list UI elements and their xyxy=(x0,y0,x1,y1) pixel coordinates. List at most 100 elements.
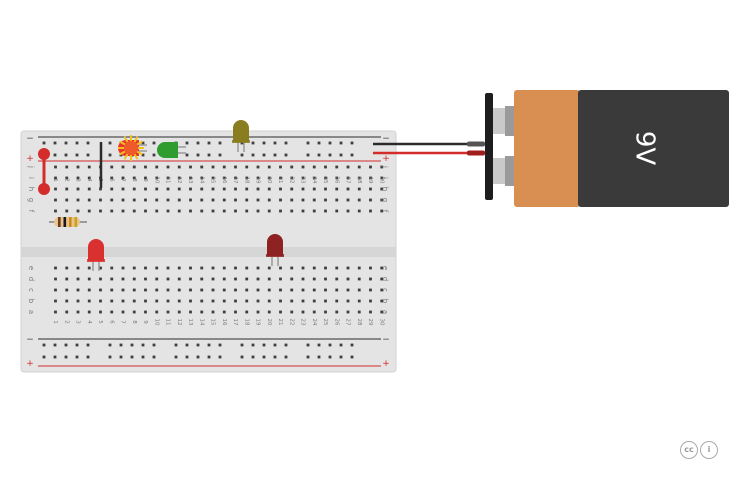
hole xyxy=(380,266,384,270)
hole xyxy=(211,209,215,213)
hole xyxy=(166,277,170,281)
rail-hole xyxy=(152,343,156,347)
column-label: 19 xyxy=(255,319,261,326)
hole xyxy=(245,266,249,270)
column-label: 19 xyxy=(255,177,261,184)
rail-hole xyxy=(64,153,68,157)
hole xyxy=(245,310,249,314)
rail-sign: − xyxy=(382,335,390,345)
hole xyxy=(76,165,80,169)
hole xyxy=(234,310,237,314)
jumper-end-bottom[interactable] xyxy=(38,183,50,195)
column-label: 2 xyxy=(63,320,69,324)
hole xyxy=(267,209,271,213)
hole xyxy=(256,266,260,270)
hole xyxy=(290,209,294,213)
hole xyxy=(177,165,181,169)
row-label: a xyxy=(27,310,35,314)
hole xyxy=(155,176,159,180)
led-glow-ray xyxy=(136,140,143,146)
hole xyxy=(256,299,260,303)
column-label: 3 xyxy=(75,178,81,182)
hole xyxy=(110,165,114,169)
hole xyxy=(54,288,57,292)
jumper-end-top[interactable] xyxy=(38,148,50,160)
led-green[interactable] xyxy=(157,142,186,158)
battery-body xyxy=(578,90,729,207)
row-label: f xyxy=(381,210,389,213)
led-glow-ray xyxy=(133,153,139,160)
hole xyxy=(189,187,192,191)
rail-hole xyxy=(240,355,244,359)
cc-icon: cc xyxy=(680,441,698,459)
hole xyxy=(267,310,271,314)
hole xyxy=(155,209,159,213)
rail-hole xyxy=(75,153,79,157)
rail-hole xyxy=(207,343,211,347)
hole xyxy=(211,299,215,303)
hole xyxy=(369,299,372,303)
hole xyxy=(166,209,170,213)
hole xyxy=(324,277,327,281)
led-red-1[interactable] xyxy=(87,239,105,271)
row-label: e xyxy=(27,266,35,270)
hole xyxy=(335,277,339,281)
hole xyxy=(166,299,170,303)
hole xyxy=(324,198,327,202)
hole xyxy=(346,277,350,281)
hole xyxy=(312,277,316,281)
column-label: 7 xyxy=(120,178,126,182)
hole xyxy=(357,277,361,281)
column-label: 20 xyxy=(266,319,272,326)
hole xyxy=(369,209,372,213)
led-yellow[interactable] xyxy=(232,120,250,152)
hole xyxy=(301,176,305,180)
hole xyxy=(324,299,327,303)
rail-hole xyxy=(141,343,145,347)
hole xyxy=(256,176,260,180)
rail-hole xyxy=(262,343,266,347)
led-red-2[interactable] xyxy=(266,234,284,266)
hole xyxy=(357,187,361,191)
hole xyxy=(279,288,282,292)
hole xyxy=(189,288,192,292)
hole xyxy=(335,288,339,292)
hole xyxy=(155,187,159,191)
rail-hole xyxy=(53,343,57,347)
row-label: j xyxy=(381,165,389,168)
hole xyxy=(324,288,327,292)
hole xyxy=(166,165,170,169)
hole xyxy=(290,165,294,169)
hole xyxy=(234,266,237,270)
hole xyxy=(76,299,80,303)
hole xyxy=(87,288,91,292)
column-label: 13 xyxy=(187,177,193,184)
row-label: c xyxy=(381,288,389,292)
row-label: j xyxy=(27,165,35,168)
rail-sign: + xyxy=(382,154,390,164)
rail-hole xyxy=(152,355,156,359)
row-label: b xyxy=(27,299,35,304)
led-red-glowing[interactable] xyxy=(118,135,147,161)
hole xyxy=(155,299,159,303)
rail-hole xyxy=(185,141,189,145)
rail-hole xyxy=(174,355,178,359)
battery-label-band xyxy=(514,90,580,207)
hole xyxy=(87,299,91,303)
column-label: 2 xyxy=(63,178,69,182)
hole xyxy=(87,198,91,202)
hole xyxy=(121,165,125,169)
hole xyxy=(369,187,372,191)
rail-hole xyxy=(130,343,134,347)
battery-9v[interactable]: 9V xyxy=(485,90,729,207)
rail-hole xyxy=(141,153,145,157)
column-label: 25 xyxy=(322,177,328,184)
hole xyxy=(380,176,384,180)
hole xyxy=(65,176,69,180)
hole xyxy=(155,310,159,314)
rail-hole xyxy=(262,141,266,145)
hole xyxy=(166,266,170,270)
hole xyxy=(87,187,91,191)
hole xyxy=(301,165,305,169)
breadboard[interactable]: −−++−−++11223344556677889910101111121213… xyxy=(20,130,397,373)
